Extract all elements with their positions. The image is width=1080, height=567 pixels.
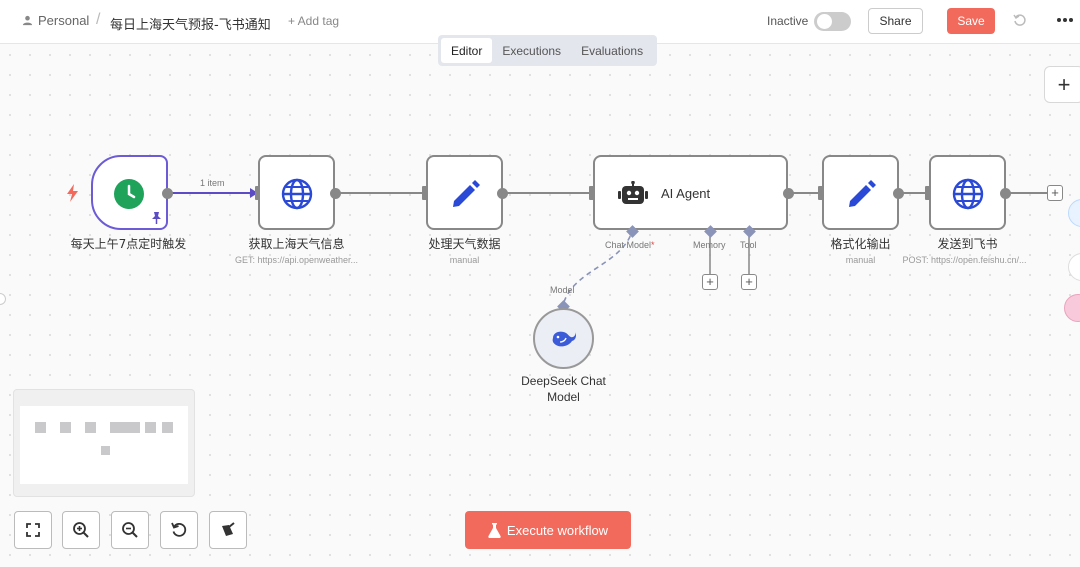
ai-agent-title: AI Agent	[661, 186, 711, 201]
add-memory-button[interactable]: +	[702, 274, 718, 290]
model-node-label: DeepSeek Chat Model	[503, 373, 624, 405]
format-node-subtitle: manual	[845, 255, 876, 265]
fetch-node-label: 获取上海天气信息	[248, 237, 345, 251]
add-tag-button[interactable]: + Add tag	[288, 14, 340, 28]
ai-agent-node[interactable]: AI Agent	[593, 155, 788, 230]
globe-icon	[952, 178, 984, 210]
trigger-output-port[interactable]	[162, 188, 173, 199]
more-options-icon[interactable]	[1057, 18, 1073, 22]
tidy-up-button[interactable]	[209, 511, 247, 549]
add-tool-button[interactable]: +	[741, 274, 757, 290]
reset-icon	[171, 522, 187, 537]
send-feishu-node[interactable]	[929, 155, 1006, 230]
process-input-port[interactable]	[422, 186, 429, 200]
agent-output-port[interactable]	[783, 188, 794, 199]
minimap-node	[60, 422, 71, 433]
minimap-node	[110, 422, 140, 433]
format-input-port[interactable]	[818, 186, 825, 200]
robot-icon	[618, 181, 648, 204]
format-output-port[interactable]	[893, 188, 904, 199]
fit-view-icon	[26, 523, 40, 537]
trigger-node[interactable]	[91, 155, 168, 230]
model-label-line1: DeepSeek Chat	[521, 374, 606, 388]
chat-model-text: Chat Model	[605, 240, 652, 250]
chat-model-port-label: Chat Model*	[605, 240, 655, 250]
pencil-icon	[453, 180, 480, 207]
history-icon[interactable]	[1012, 12, 1028, 28]
breadcrumb-workspace[interactable]: Personal	[22, 13, 89, 28]
connection-item-count: 1 item	[200, 178, 225, 188]
execute-label: Execute workflow	[506, 522, 609, 538]
trigger-bolt-icon	[67, 184, 78, 202]
user-icon	[22, 15, 33, 26]
process-output-port[interactable]	[497, 188, 508, 199]
send-node-subtitle: POST: https://open.feishu.cn/...	[902, 255, 1027, 265]
format-node-label: 格式化输出	[830, 237, 891, 251]
send-input-port[interactable]	[925, 186, 932, 200]
add-node-button[interactable]: +	[1044, 66, 1080, 103]
workflow-title[interactable]: 每日上海天气预报-飞书通知	[110, 18, 271, 33]
toggle-knob	[817, 14, 832, 29]
send-output-port[interactable]	[1000, 188, 1011, 199]
fit-view-button[interactable]	[14, 511, 52, 549]
agent-input-port[interactable]	[589, 186, 596, 200]
trigger-node-label: 每天上午7点定时触发	[70, 237, 187, 251]
minimap-viewport	[20, 406, 188, 484]
fetch-node-subtitle: GET: https://api.openweather...	[234, 255, 359, 265]
zoom-out-icon	[122, 522, 138, 538]
workspace-name: Personal	[38, 13, 90, 28]
tab-editor[interactable]: Editor	[441, 38, 493, 63]
add-next-node-button[interactable]: +	[1047, 185, 1063, 201]
pencil-icon	[849, 180, 876, 207]
clock-icon	[114, 179, 144, 209]
minimap[interactable]	[13, 389, 195, 497]
fetch-output-port[interactable]	[330, 188, 341, 199]
connection-model-agent	[563, 231, 633, 303]
connection-arrow	[250, 188, 258, 198]
status-label: Inactive	[767, 14, 809, 28]
memory-port-label: Memory	[693, 240, 726, 250]
view-tabs: Editor Executions Evaluations	[438, 35, 657, 66]
broom-icon	[222, 522, 235, 536]
minimap-node	[85, 422, 96, 433]
model-port-label: Model	[550, 285, 575, 295]
minimap-node	[35, 422, 46, 433]
minimap-node	[162, 422, 173, 433]
tab-executions[interactable]: Executions	[502, 43, 562, 58]
globe-icon	[281, 178, 313, 210]
whale-icon	[552, 331, 576, 347]
zoom-in-icon	[73, 522, 89, 538]
process-node-subtitle: manual	[449, 255, 480, 265]
top-bar: Personal / 每日上海天气预报-飞书通知 + Add tag Inact…	[0, 0, 1080, 44]
fetch-weather-node[interactable]	[258, 155, 335, 230]
share-button[interactable]: Share	[868, 8, 923, 34]
reset-zoom-button[interactable]	[160, 511, 198, 549]
zoom-out-button[interactable]	[111, 511, 149, 549]
process-weather-node[interactable]	[426, 155, 503, 230]
save-button[interactable]: Save	[947, 8, 995, 34]
deepseek-model-node[interactable]	[533, 308, 594, 369]
execute-workflow-button[interactable]: Execute workflow	[465, 511, 631, 549]
minimap-node	[145, 422, 156, 433]
zoom-in-button[interactable]	[62, 511, 100, 549]
flask-icon	[488, 522, 501, 538]
tool-port-label: Tool	[740, 240, 757, 250]
process-node-label: 处理天气数据	[428, 237, 501, 251]
tab-evaluations[interactable]: Evaluations	[581, 43, 644, 58]
format-output-node[interactable]	[822, 155, 899, 230]
required-mark: *	[651, 240, 655, 250]
model-label-line2: Model	[547, 390, 580, 404]
breadcrumb-separator: /	[96, 11, 101, 28]
workflow-canvas[interactable]	[0, 45, 1080, 565]
send-node-label: 发送到飞书	[937, 237, 998, 251]
minimap-node	[101, 446, 110, 455]
active-toggle[interactable]	[814, 12, 851, 31]
pin-icon	[152, 212, 161, 224]
